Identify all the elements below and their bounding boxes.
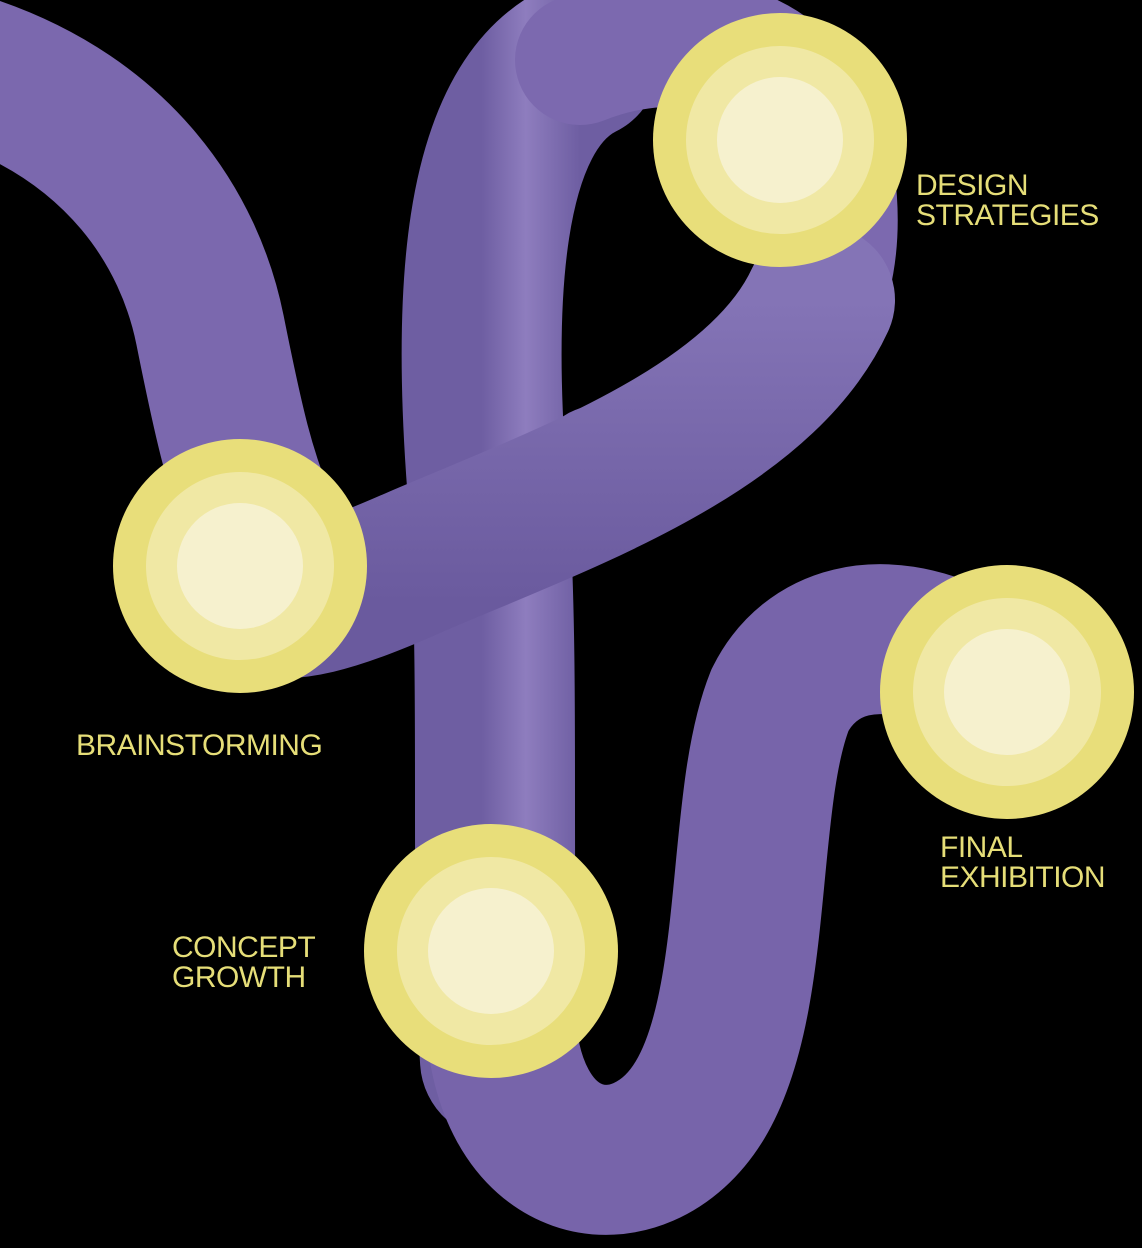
node-concept-growth[interactable] <box>364 824 618 1078</box>
label-line: STRATEGIES <box>916 201 1099 231</box>
label-final-exhibition: FINAL EXHIBITION <box>940 833 1105 893</box>
label-line: EXHIBITION <box>940 863 1105 893</box>
label-concept-growth: CONCEPT GROWTH <box>172 933 315 993</box>
label-design-strategies: DESIGN STRATEGIES <box>916 171 1099 231</box>
node-brainstorming[interactable] <box>113 439 367 693</box>
node-design-strategies[interactable] <box>653 13 907 267</box>
label-line: DESIGN <box>916 171 1099 201</box>
label-line: CONCEPT <box>172 933 315 963</box>
label-brainstorming: BRAINSTORMING <box>76 731 322 761</box>
ribbon-loop-hole <box>578 197 692 331</box>
label-line: GROWTH <box>172 963 315 993</box>
label-line: BRAINSTORMING <box>76 731 322 761</box>
node-final-exhibition[interactable] <box>880 565 1134 819</box>
label-line: FINAL <box>940 833 1105 863</box>
